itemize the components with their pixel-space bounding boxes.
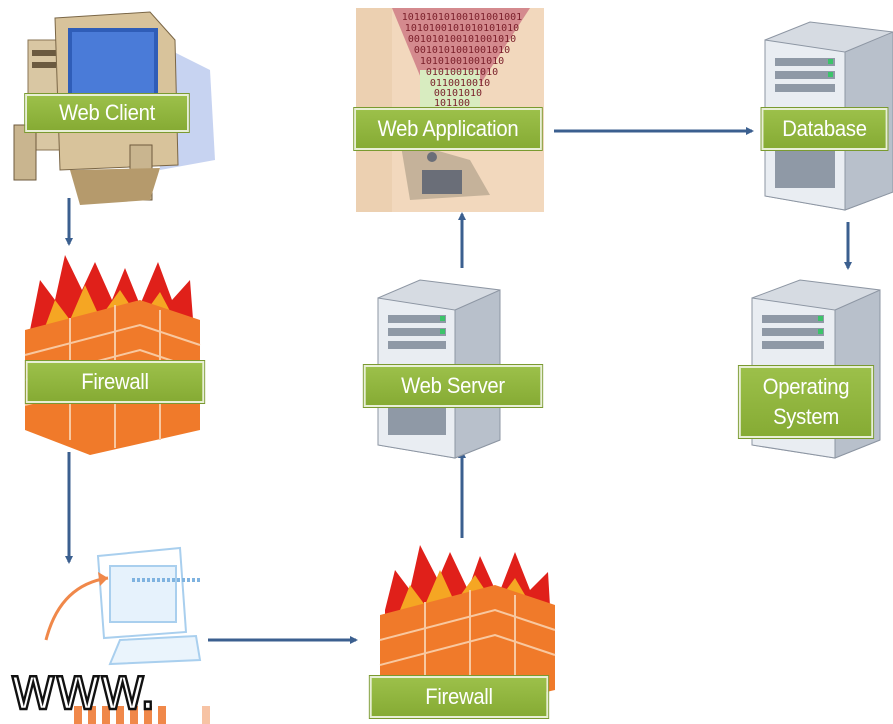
firewall-1-text: Firewall [81, 369, 149, 394]
firewall-2-text: Firewall [425, 684, 493, 709]
operating-system-text-line2: System [773, 404, 839, 429]
web-application-text: Web Application [377, 116, 519, 141]
binary-line: 10101001001010 [420, 56, 504, 67]
database-text: Database [782, 116, 867, 141]
binary-text: 10101010100101001001 1010100101010101010… [402, 12, 522, 109]
firewall-1-label: Firewall [24, 360, 206, 404]
web-application-label: Web Application [353, 107, 543, 151]
binary-line: 001010100101001010 [408, 34, 516, 45]
binary-line: 101100 [434, 98, 470, 109]
firewall-2-label: Firewall [368, 675, 550, 719]
operating-system-label: Operating System [737, 365, 875, 439]
database-label: Database [760, 107, 889, 151]
binary-line: 1010100101010101010 [405, 23, 519, 34]
operating-system-text-line1: Operating [762, 374, 850, 399]
binary-line: 0010101001001010 [414, 45, 510, 56]
web-server-text: Web Server [401, 373, 505, 398]
internet-www-text: www. [9, 653, 158, 724]
web-client-text: Web Client [59, 100, 155, 125]
binary-line: 0110010010 [430, 78, 490, 89]
binary-line: 010100101010 [426, 67, 498, 78]
binary-line: 00101010 [434, 88, 482, 99]
web-client-label: Web Client [24, 93, 190, 133]
web-server-label: Web Server [362, 364, 544, 408]
binary-line: 10101010100101001001 [402, 12, 522, 23]
